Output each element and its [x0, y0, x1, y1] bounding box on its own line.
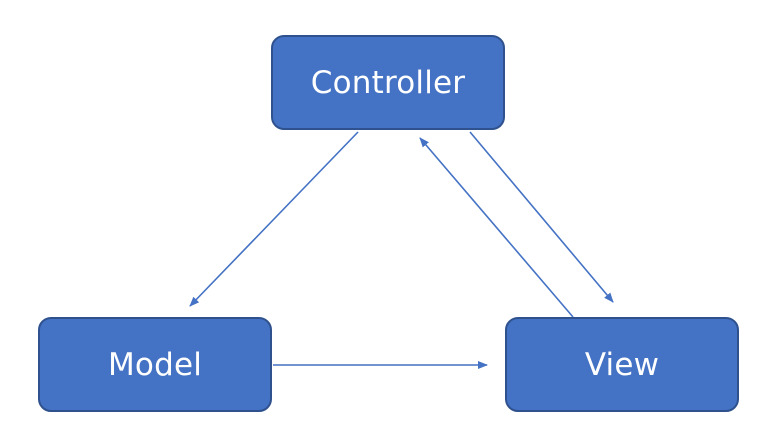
arrow-controller-to-model — [189, 131, 359, 307]
arrow-controller-to-view — [469, 131, 614, 303]
view-label: View — [584, 346, 660, 383]
model-label: Model — [107, 346, 203, 383]
view-node: View — [505, 317, 739, 412]
controller-label: Controller — [310, 64, 466, 101]
controller-node: Controller — [271, 35, 505, 130]
model-node: Model — [38, 317, 272, 412]
arrow-view-to-controller — [419, 137, 574, 318]
